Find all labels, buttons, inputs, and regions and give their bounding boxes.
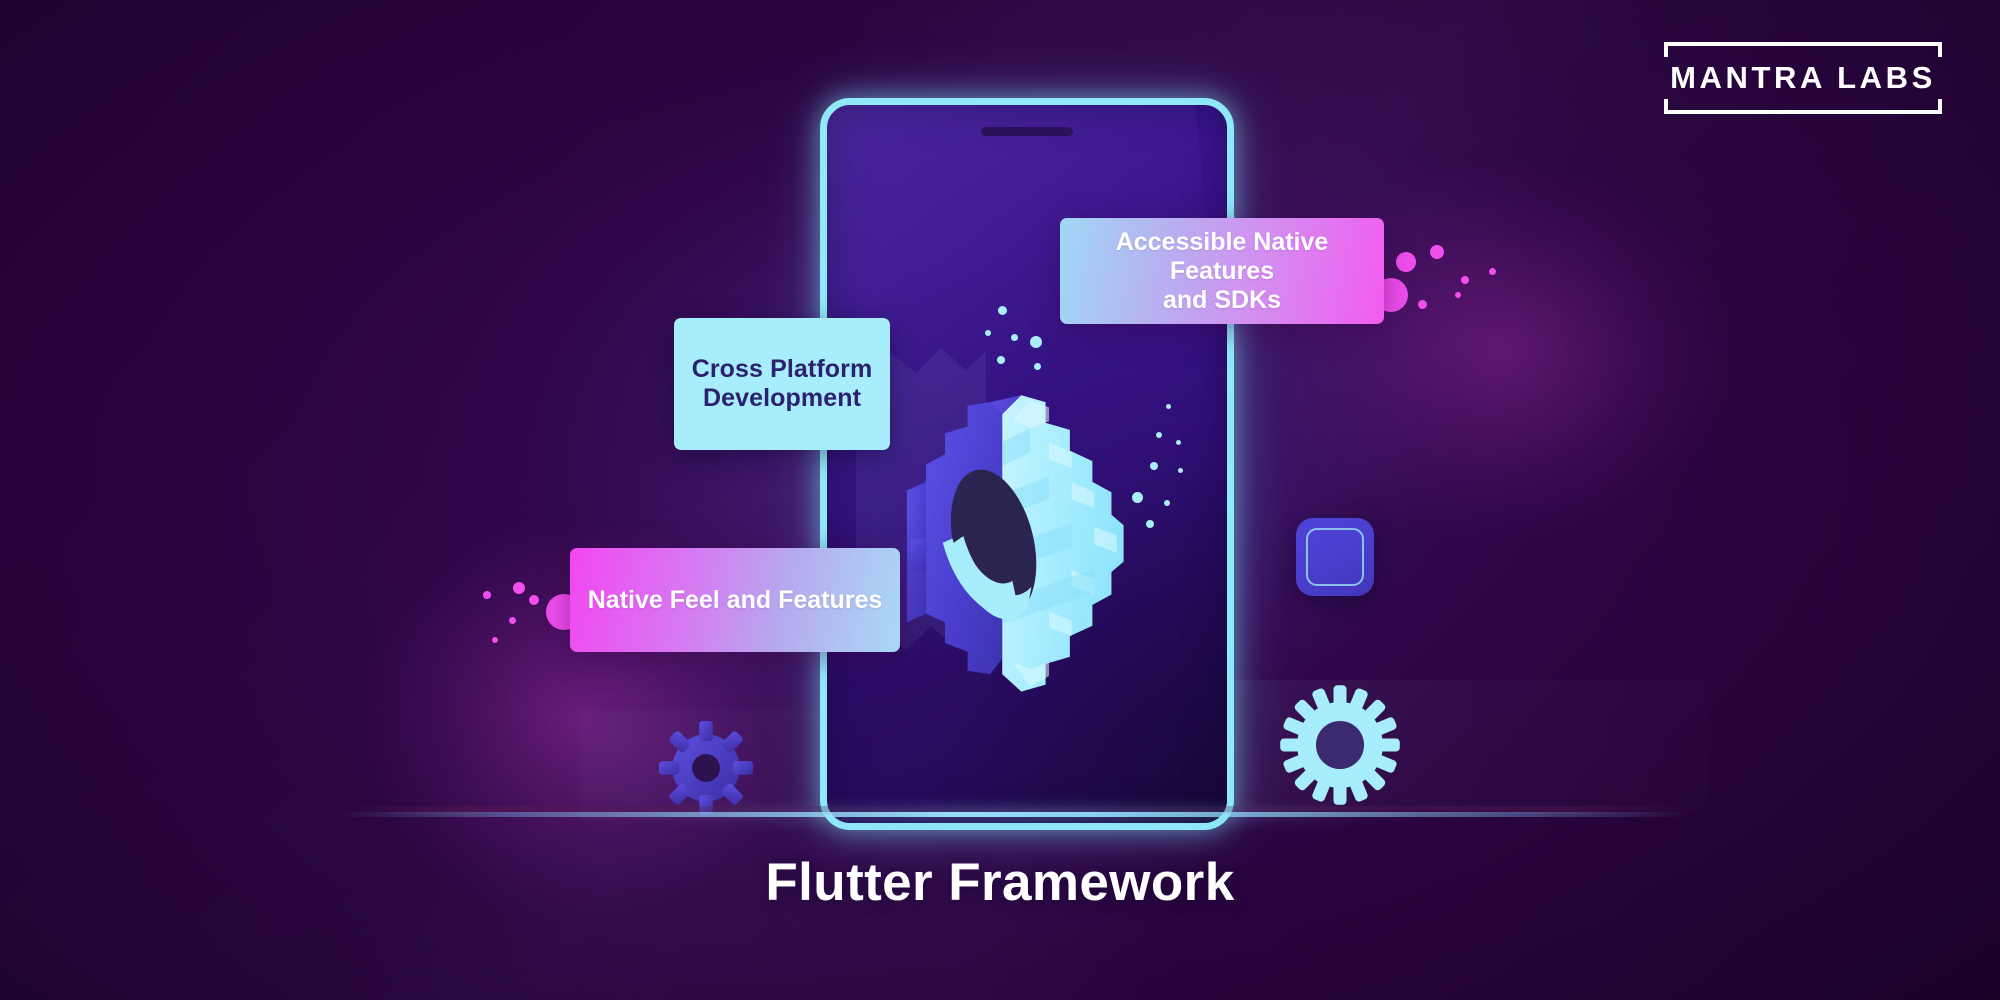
bubble-particle bbox=[1176, 440, 1181, 445]
card-label: Native Feel and Features bbox=[587, 585, 883, 614]
logo-tick-bottom-right bbox=[1938, 99, 1942, 114]
logo-bar-bottom bbox=[1664, 110, 1942, 114]
bubble-particle bbox=[997, 356, 1005, 364]
card-native-feel-and-features[interactable]: Native Feel and Features bbox=[570, 548, 900, 652]
bubble-particle bbox=[1166, 404, 1171, 409]
particle-dot bbox=[509, 617, 516, 624]
bubble-particle bbox=[1164, 500, 1170, 506]
ground-line-shadow bbox=[335, 806, 1695, 814]
logo-bar-top bbox=[1664, 42, 1942, 46]
bubble-particle bbox=[1156, 432, 1162, 438]
bubble-particle bbox=[1132, 492, 1143, 503]
gear-icon-left bbox=[658, 720, 754, 816]
mantra-labs-logo: MANTRA LABS bbox=[1664, 42, 1942, 114]
bubble-particle bbox=[1150, 462, 1158, 470]
rounded-square-icon bbox=[1296, 518, 1374, 596]
particle-dot bbox=[483, 591, 491, 599]
logo-tick-top-right bbox=[1938, 42, 1942, 57]
logo-tick-bottom-left bbox=[1664, 99, 1668, 114]
gear-icon-right bbox=[1280, 685, 1400, 805]
particle-dot bbox=[513, 582, 525, 594]
page-title: Flutter Framework bbox=[765, 853, 1235, 912]
phone-speaker-slot bbox=[981, 127, 1073, 136]
particle-dot bbox=[529, 595, 539, 605]
ground-line bbox=[335, 812, 1695, 817]
logo-text: MANTRA LABS bbox=[1670, 60, 1936, 95]
gear-isometric-icon bbox=[906, 395, 1124, 692]
particle-dot bbox=[1455, 292, 1461, 298]
bubble-particle bbox=[1146, 520, 1154, 528]
bubble-particle bbox=[1034, 363, 1041, 370]
logo-tick-top-left bbox=[1664, 42, 1668, 57]
particle-dot bbox=[1418, 300, 1427, 309]
rounded-square-inner-border bbox=[1306, 528, 1364, 586]
particle-dot bbox=[1489, 268, 1496, 275]
bubble-particle bbox=[985, 330, 991, 336]
bubble-particle bbox=[1030, 336, 1042, 348]
particle-dot bbox=[1396, 252, 1416, 272]
bubble-particle bbox=[1011, 334, 1018, 341]
bubble-particle bbox=[1178, 468, 1183, 473]
bubble-particle bbox=[998, 306, 1007, 315]
particle-dot bbox=[492, 637, 498, 643]
particle-dot bbox=[1430, 245, 1444, 259]
particle-dot bbox=[1461, 276, 1469, 284]
